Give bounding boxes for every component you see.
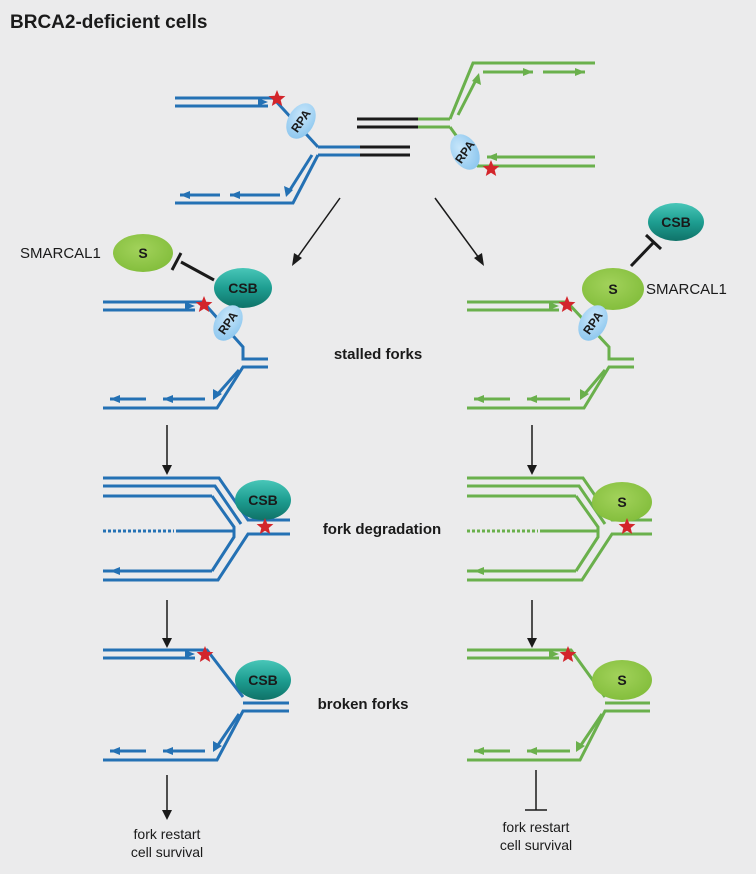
arrow-icon [292,253,302,266]
arrow-icon [162,465,172,475]
diagram-title: BRCA2-deficient cells [10,12,207,33]
outcome-right-line2: cell survival [500,837,572,853]
arrowhead-mark [575,68,585,76]
rpa-protein [578,305,608,341]
csb-label: CSB [248,672,278,688]
arrowhead-mark [163,747,173,755]
arrow-icon [527,465,537,475]
smarcal1-label-right: SMARCAL1 [646,281,727,298]
csb-label: CSB [248,492,278,508]
smarcal1-protein [113,234,173,272]
red-star-icon [559,646,577,662]
smarcal1-label-left: SMARCAL1 [20,245,101,262]
red-star-icon [558,296,576,312]
red-star-icon [482,160,500,176]
rpa-protein [286,103,316,139]
arrowhead-mark [185,650,195,658]
red-star-icon [195,296,213,312]
arrowhead-mark [527,747,537,755]
arrow-icon [474,253,484,266]
smarcal1-short-label: S [617,672,626,688]
regressed-fork-blue [103,476,290,582]
rpa-protein [450,134,480,170]
arrowhead-mark [185,302,195,310]
red-star-icon [196,646,214,662]
arrow-icon [527,638,537,648]
arrowhead-mark [474,567,484,575]
arrowhead-mark [230,191,240,199]
arrowhead-mark [527,395,537,403]
red-star-icon [618,518,636,534]
smarcal1-short-label: S [617,494,626,510]
csb-protein [648,203,704,241]
arrowhead-mark [549,650,559,658]
arrowhead-mark [472,73,481,85]
csb-label: CSB [228,280,258,296]
csb-protein [235,480,291,520]
csb-label: CSB [661,214,691,230]
arrowhead-mark [213,741,222,752]
smarcal1-short-label: S [138,245,147,261]
stalled-fork-blue [103,300,268,410]
arrowhead-mark [110,567,120,575]
arrowhead-mark [474,395,484,403]
arrowhead-mark [487,153,497,161]
arrowhead-mark [580,389,589,400]
outcome-left-line1: fork restart [134,826,201,842]
stage-label-stalled: stalled forks [334,346,422,363]
rpa-protein [213,305,243,341]
arrowhead-mark [549,302,559,310]
arrowhead-mark [213,389,222,400]
smarcal1-short-label: S [608,281,617,297]
csb-protein [235,660,291,700]
csb-protein [214,268,272,308]
broken-fork-green [467,648,650,762]
smarcal1-protein [592,482,652,522]
stage-label-degradation: fork degradation [323,521,441,538]
arrowhead-mark [284,186,293,197]
t-bar-inhibition-icon [644,233,663,251]
smarcal1-protein [582,268,644,310]
arrowhead-mark [576,741,585,752]
arrowhead-mark [110,747,120,755]
arrow-icon [162,810,172,820]
arrowhead-mark [523,68,533,76]
stage-label-broken: broken forks [318,696,409,713]
arrowhead-mark [474,747,484,755]
outcome-left-line2: cell survival [131,844,203,860]
arrowhead-mark [163,395,173,403]
red-star-icon [268,90,286,106]
stalled-fork-green [467,300,634,410]
arrow-icon [162,638,172,648]
arrowhead-mark [110,395,120,403]
smarcal1-protein [592,660,652,700]
red-star-icon [256,518,274,534]
arrowhead-mark [180,191,190,199]
t-bar-inhibition-icon [170,252,183,271]
arrowhead-mark [258,98,268,106]
outcome-right-line1: fork restart [503,819,570,835]
